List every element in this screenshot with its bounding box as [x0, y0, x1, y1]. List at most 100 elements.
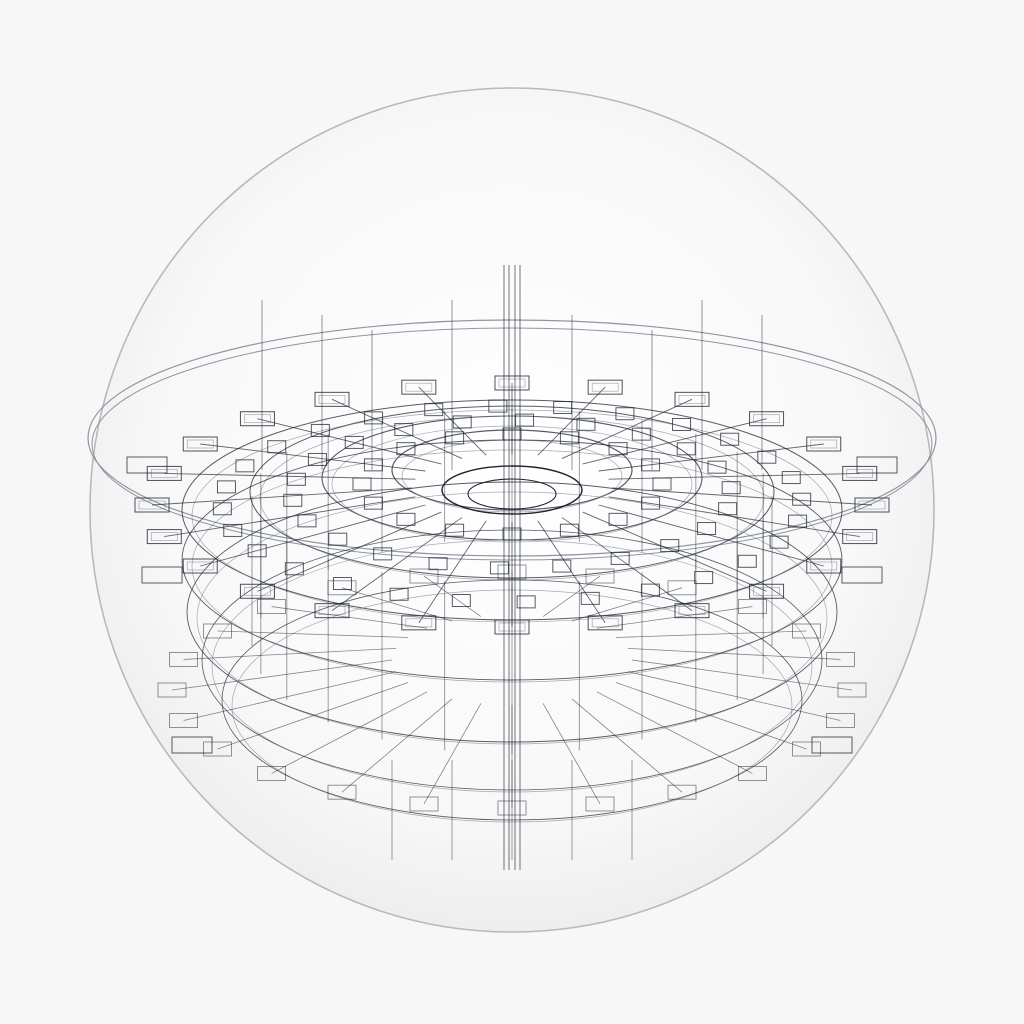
ring-block: [576, 417, 596, 431]
lower-spoke: [627, 647, 841, 660]
spoke-module: [806, 558, 842, 574]
ring-block: [489, 561, 509, 575]
spoke-module: [806, 436, 842, 452]
ring-block: [788, 514, 808, 528]
ring-block: [344, 435, 364, 449]
spoke-module-inner: [810, 439, 838, 449]
ring-block: [445, 523, 465, 537]
ring-block: [721, 481, 741, 495]
lower-module: [327, 784, 357, 800]
lower-module: [738, 766, 767, 781]
spoke-module: [314, 603, 350, 619]
spoke-module: [239, 411, 275, 427]
lower-module: [409, 796, 439, 812]
lower-module: [667, 580, 697, 596]
ring-block: [286, 472, 306, 486]
ring-block: [610, 551, 630, 565]
spoke-module: [842, 529, 878, 545]
lower-spoke: [217, 682, 409, 750]
ring-block: [363, 496, 383, 510]
spoke-module-inner: [186, 561, 214, 571]
lower-module: [169, 713, 198, 728]
lower-spoke: [183, 647, 397, 660]
spoke-module-inner: [753, 414, 780, 424]
radial-spoke: [164, 496, 416, 538]
spoke-module: [239, 583, 275, 599]
lower-module: [257, 766, 286, 781]
side-arm: [856, 456, 898, 474]
radial-spoke: [164, 472, 416, 480]
lower-spoke: [341, 587, 453, 622]
ring-block: [552, 559, 572, 573]
ring-block: [515, 413, 535, 427]
radial-spoke: [608, 496, 860, 538]
lower-module: [257, 599, 286, 614]
spoke-module: [182, 558, 218, 574]
lower-module: [585, 796, 615, 812]
lower-module: [203, 623, 232, 639]
ring-block: [516, 595, 536, 609]
spoke-module-inner: [810, 561, 838, 571]
spoke-module: [854, 497, 890, 513]
radial-spoke: [537, 386, 606, 456]
spoke-module: [587, 615, 623, 631]
spoke-module-inner: [150, 532, 178, 541]
ring-block: [284, 562, 304, 576]
lower-module: [203, 741, 232, 757]
lower-spoke: [341, 698, 453, 793]
ring-block: [672, 417, 692, 431]
ring-block: [559, 431, 579, 445]
radial-spoke: [418, 386, 487, 456]
lower-module: [826, 652, 855, 667]
spoke-module: [674, 603, 710, 619]
ring-block: [608, 512, 628, 526]
lower-spoke: [171, 659, 393, 691]
ring-block: [660, 539, 680, 553]
spoke-module-inner: [405, 382, 433, 392]
spoke-module-inner: [498, 378, 526, 388]
ring-block: [283, 493, 303, 507]
lower-module: [327, 580, 357, 596]
ring-block: [580, 591, 600, 605]
ring-block: [389, 587, 409, 601]
lower-spoke: [217, 630, 409, 638]
central-hub: [441, 465, 583, 515]
lower-spoke: [615, 630, 807, 638]
side-arm: [141, 566, 183, 584]
lower-spoke: [571, 698, 683, 793]
radial-spoke: [331, 398, 463, 459]
ring-block: [451, 593, 471, 607]
central-hub-inner: [467, 478, 557, 510]
spoke-module: [146, 529, 182, 545]
ring-block: [502, 427, 522, 441]
ring-block: [792, 492, 812, 506]
spoke-module: [182, 436, 218, 452]
spoke-module: [134, 497, 170, 513]
spoke-module: [749, 411, 785, 427]
ring-block: [267, 440, 287, 454]
ring-block: [737, 554, 757, 568]
lower-module: [169, 652, 198, 667]
side-arm: [811, 736, 853, 754]
ring-block: [247, 544, 267, 558]
radial-spoke: [151, 487, 413, 506]
ring-block: [608, 442, 628, 456]
lower-module: [409, 568, 439, 584]
radial-spoke: [598, 443, 824, 472]
ring-block: [396, 512, 416, 526]
ring-block: [310, 423, 330, 437]
radial-spoke: [611, 487, 873, 506]
ring-block: [332, 577, 352, 591]
ring-block: [373, 547, 393, 561]
ring-block: [502, 527, 522, 541]
lower-module: [497, 564, 527, 580]
radial-spoke: [257, 418, 442, 465]
ring-block: [769, 535, 789, 549]
spoke-module-inner: [318, 395, 346, 404]
ring-block: [694, 571, 714, 585]
spoke-module-inner: [678, 395, 706, 404]
ring-block: [364, 411, 384, 425]
side-arm: [171, 736, 213, 754]
lower-spoke: [183, 671, 397, 721]
